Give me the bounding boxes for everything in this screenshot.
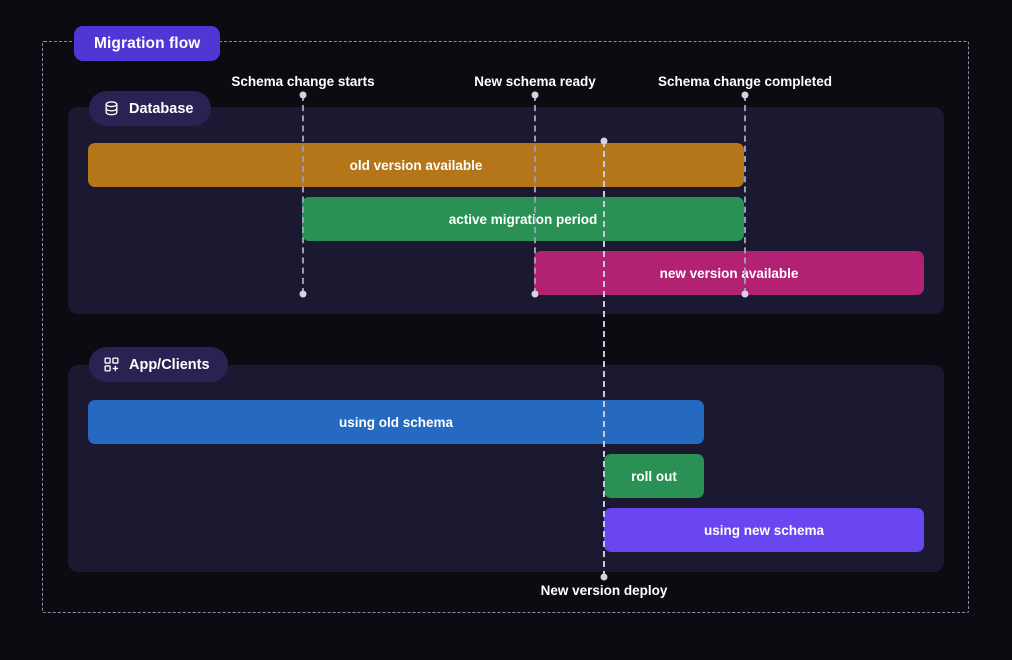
deploy-marker-label: New version deploy xyxy=(540,583,668,598)
milestone-label: Schema change completed xyxy=(657,74,833,89)
milestone-guide-line xyxy=(744,95,746,294)
milestone-dot xyxy=(741,91,749,99)
deploy-guide-line xyxy=(603,141,605,577)
deploy-dot xyxy=(600,137,608,145)
milestone-dot xyxy=(299,91,307,99)
milestone-dot xyxy=(531,91,539,99)
gantt-bar[interactable]: using old schema xyxy=(88,400,704,444)
milestone-dot xyxy=(299,290,307,298)
lane-badge-clients-label: App/Clients xyxy=(129,356,210,373)
milestone-label: Schema change starts xyxy=(231,74,375,89)
gantt-bar[interactable]: old version available xyxy=(88,143,744,187)
lane-badge-clients[interactable]: App/Clients xyxy=(89,347,228,382)
gantt-bar[interactable]: using new schema xyxy=(604,508,924,552)
milestone-guide-line xyxy=(534,95,536,294)
database-icon xyxy=(103,100,120,117)
gantt-bar[interactable]: active migration period xyxy=(302,197,744,241)
milestone-guide-line xyxy=(302,95,304,294)
flow-title-label: Migration flow xyxy=(94,34,201,52)
gantt-bar[interactable]: roll out xyxy=(604,454,704,498)
lane-badge-database[interactable]: Database xyxy=(89,91,212,126)
deploy-dot xyxy=(600,573,608,581)
diagram-outer-frame xyxy=(42,41,969,613)
flow-title-badge: Migration flow xyxy=(74,26,221,61)
milestone-dot xyxy=(531,290,539,298)
gantt-bar[interactable]: new version available xyxy=(534,251,924,295)
apps-add-icon xyxy=(103,356,120,373)
milestone-dot xyxy=(741,290,749,298)
milestone-label: New schema ready xyxy=(474,74,596,89)
lane-badge-database-label: Database xyxy=(129,100,194,117)
